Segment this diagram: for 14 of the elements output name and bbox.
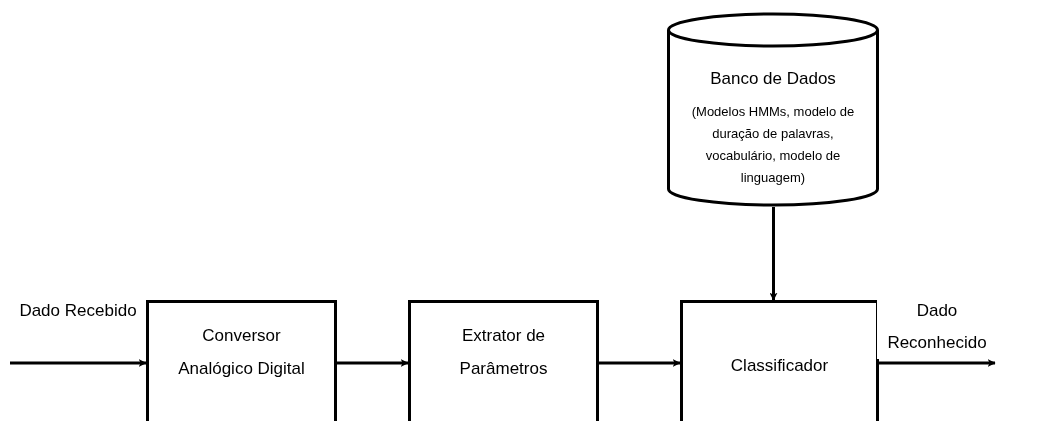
node-label: Banco de Dados: [710, 68, 836, 90]
arrow: [769, 207, 778, 301]
arrow: [599, 359, 681, 367]
node-label: Classificador: [729, 355, 830, 377]
process-box: [408, 300, 599, 421]
arrow: [879, 359, 996, 367]
arrow: [337, 359, 409, 367]
node-description: (Modelos HMMs, modelo de duração de palavras, vocabulário, modelo de linguagem): [690, 103, 856, 187]
node-label: Extrator de Parâmetros: [458, 325, 549, 380]
process-box: [680, 300, 879, 421]
arrow: [10, 359, 147, 367]
node-label: Conversor Analógico Digital: [177, 325, 306, 380]
database-cylinder: [667, 12, 879, 207]
process-box: [146, 300, 337, 421]
